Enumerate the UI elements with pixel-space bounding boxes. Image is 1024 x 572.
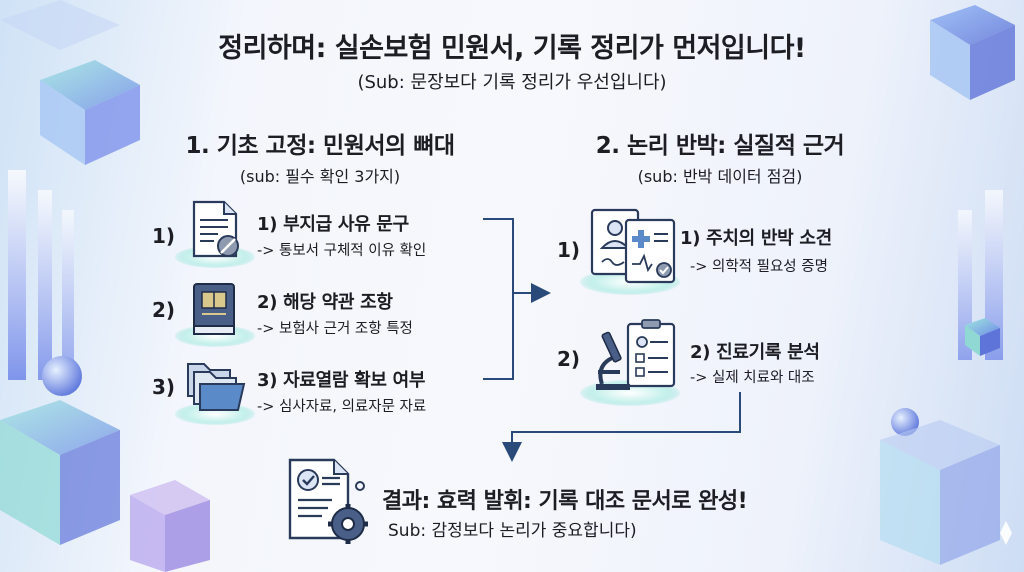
section1-item1-detail: -> 통보서 구체적 이유 확인 [257, 243, 427, 259]
folders-icon [187, 363, 246, 411]
section1-subheading: (sub: 필수 확인 3가지) [239, 167, 401, 186]
section2-item2-number: 2) [557, 347, 581, 371]
section1-item3-number: 3) [152, 375, 176, 399]
section2-heading: 2. 논리 반박: 실질적 근거 [595, 133, 845, 159]
section1-item1-number: 1) [152, 224, 176, 248]
section1-item2-detail: -> 보험사 근거 조항 특정 [257, 321, 413, 337]
section2-item1-number: 1) [557, 238, 581, 262]
arrow-to-result [502, 392, 741, 462]
section1-heading: 1. 기초 고정: 민원서의 뼈대 [185, 133, 455, 159]
document-denied-icon [192, 200, 239, 258]
result-title: 결과: 효력 발휘: 기록 대조 문서로 완성! [382, 489, 748, 514]
section2-item1-title: 1) 주치의 반박 소견 [680, 228, 832, 249]
result-subtitle: Sub: 감정보다 논리가 중요합니다) [388, 521, 637, 541]
section2-item1-detail: -> 의학적 필요성 증명 [690, 259, 828, 275]
section1-item3-title: 3) 자료열람 확보 여부 [257, 370, 426, 391]
doctor-report-icon [590, 208, 676, 284]
page-title: 정리하며: 실손보험 민원서, 기록 정리가 먼저입니다! [218, 33, 806, 64]
document-check-gear-icon [288, 458, 368, 544]
microscope-clipboard-icon [596, 319, 676, 390]
section1-item3-detail: -> 심사자료, 의료자문 자료 [257, 399, 427, 415]
section2-subheading: (sub: 반박 데이터 점검) [637, 167, 803, 186]
section1-item1-title: 1) 부지급 사유 문구 [257, 214, 409, 235]
section1-item2-number: 2) [152, 298, 176, 322]
page-subtitle: (Sub: 문장보다 기록 정리가 우선입니다) [357, 72, 667, 93]
section2-item2-detail: -> 실제 치료와 대조 [690, 370, 815, 386]
section1-item2-title: 2) 해당 약관 조항 [257, 292, 393, 313]
section2-item2-title: 2) 진료기록 분석 [690, 342, 820, 363]
policy-book-icon [193, 283, 235, 335]
bracket-connector [483, 218, 514, 380]
